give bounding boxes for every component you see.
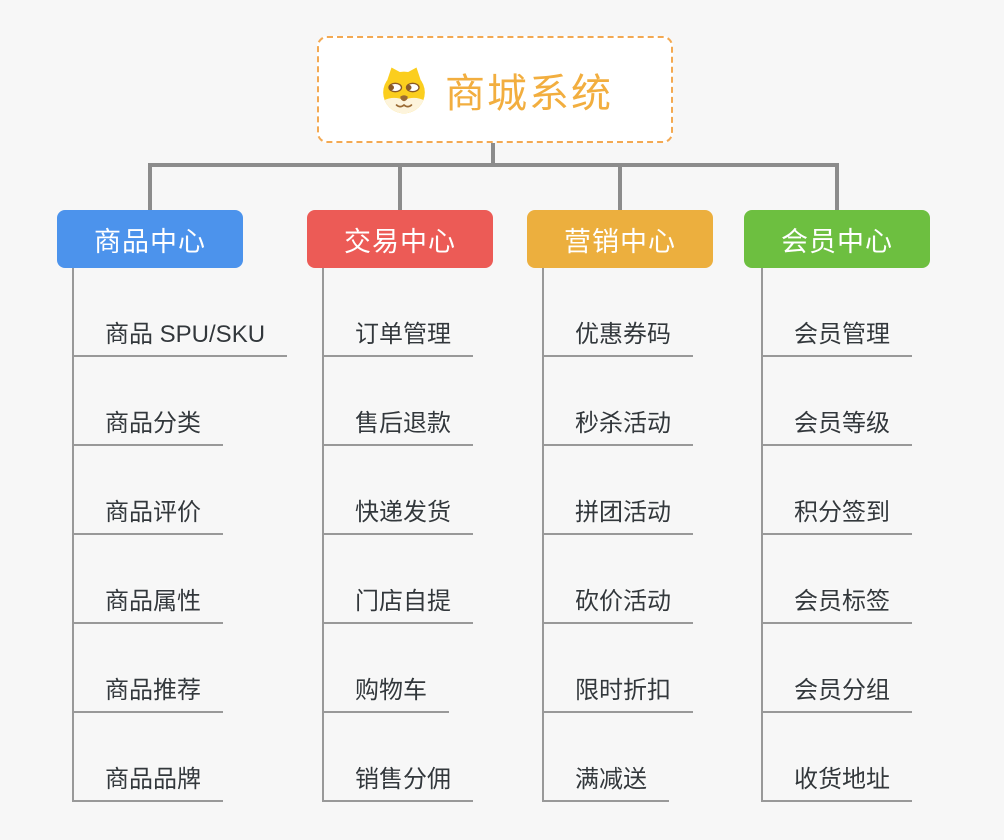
branch-connector-drop xyxy=(618,163,622,210)
branch-connector-drop xyxy=(398,163,402,210)
topic-item[interactable]: 商品属性 xyxy=(72,578,223,624)
topic-item[interactable]: 收货地址 xyxy=(761,756,912,802)
root-node[interactable]: 商城系统 xyxy=(317,36,673,143)
branch-trade-center[interactable]: 交易中心 xyxy=(307,210,493,268)
topic-item[interactable]: 门店自提 xyxy=(322,578,473,624)
topic-item[interactable]: 购物车 xyxy=(322,667,449,713)
topic-item[interactable]: 商品评价 xyxy=(72,489,223,535)
topic-item[interactable]: 会员管理 xyxy=(761,311,912,357)
branch-connector-bus xyxy=(148,163,839,167)
topic-item[interactable]: 销售分佣 xyxy=(322,756,473,802)
column-line-member xyxy=(761,268,763,802)
branch-connector-drop xyxy=(835,163,839,210)
topic-item[interactable]: 售后退款 xyxy=(322,400,473,446)
doge-icon xyxy=(383,67,425,113)
topic-item[interactable]: 会员分组 xyxy=(761,667,912,713)
topic-item[interactable]: 会员标签 xyxy=(761,578,912,624)
topic-item[interactable]: 快递发货 xyxy=(322,489,473,535)
topic-item[interactable]: 商品 SPU/SKU xyxy=(72,311,288,357)
topic-item[interactable]: 限时折扣 xyxy=(542,667,693,713)
column-line-trade xyxy=(322,268,324,802)
topic-item[interactable]: 商品推荐 xyxy=(72,667,223,713)
root-connector-stem xyxy=(491,142,495,167)
branch-connector-drop xyxy=(148,163,152,210)
topic-item[interactable]: 优惠券码 xyxy=(542,311,693,357)
column-line-product xyxy=(72,268,74,802)
topic-item[interactable]: 砍价活动 xyxy=(542,578,693,624)
topic-item[interactable]: 积分签到 xyxy=(761,489,912,535)
branch-member-center[interactable]: 会员中心 xyxy=(744,210,930,268)
root-title: 商城系统 xyxy=(445,71,613,116)
topic-item[interactable]: 商品品牌 xyxy=(72,756,223,802)
topic-item[interactable]: 秒杀活动 xyxy=(542,400,693,446)
topic-item[interactable]: 会员等级 xyxy=(761,400,912,446)
topic-item[interactable]: 拼团活动 xyxy=(542,489,693,535)
column-line-marketing xyxy=(542,268,544,802)
topic-item[interactable]: 满减送 xyxy=(542,756,669,802)
branch-product-center[interactable]: 商品中心 xyxy=(57,210,243,268)
branch-marketing-center[interactable]: 营销中心 xyxy=(527,210,713,268)
topic-item[interactable]: 订单管理 xyxy=(322,311,473,357)
topic-item[interactable]: 商品分类 xyxy=(72,400,223,446)
